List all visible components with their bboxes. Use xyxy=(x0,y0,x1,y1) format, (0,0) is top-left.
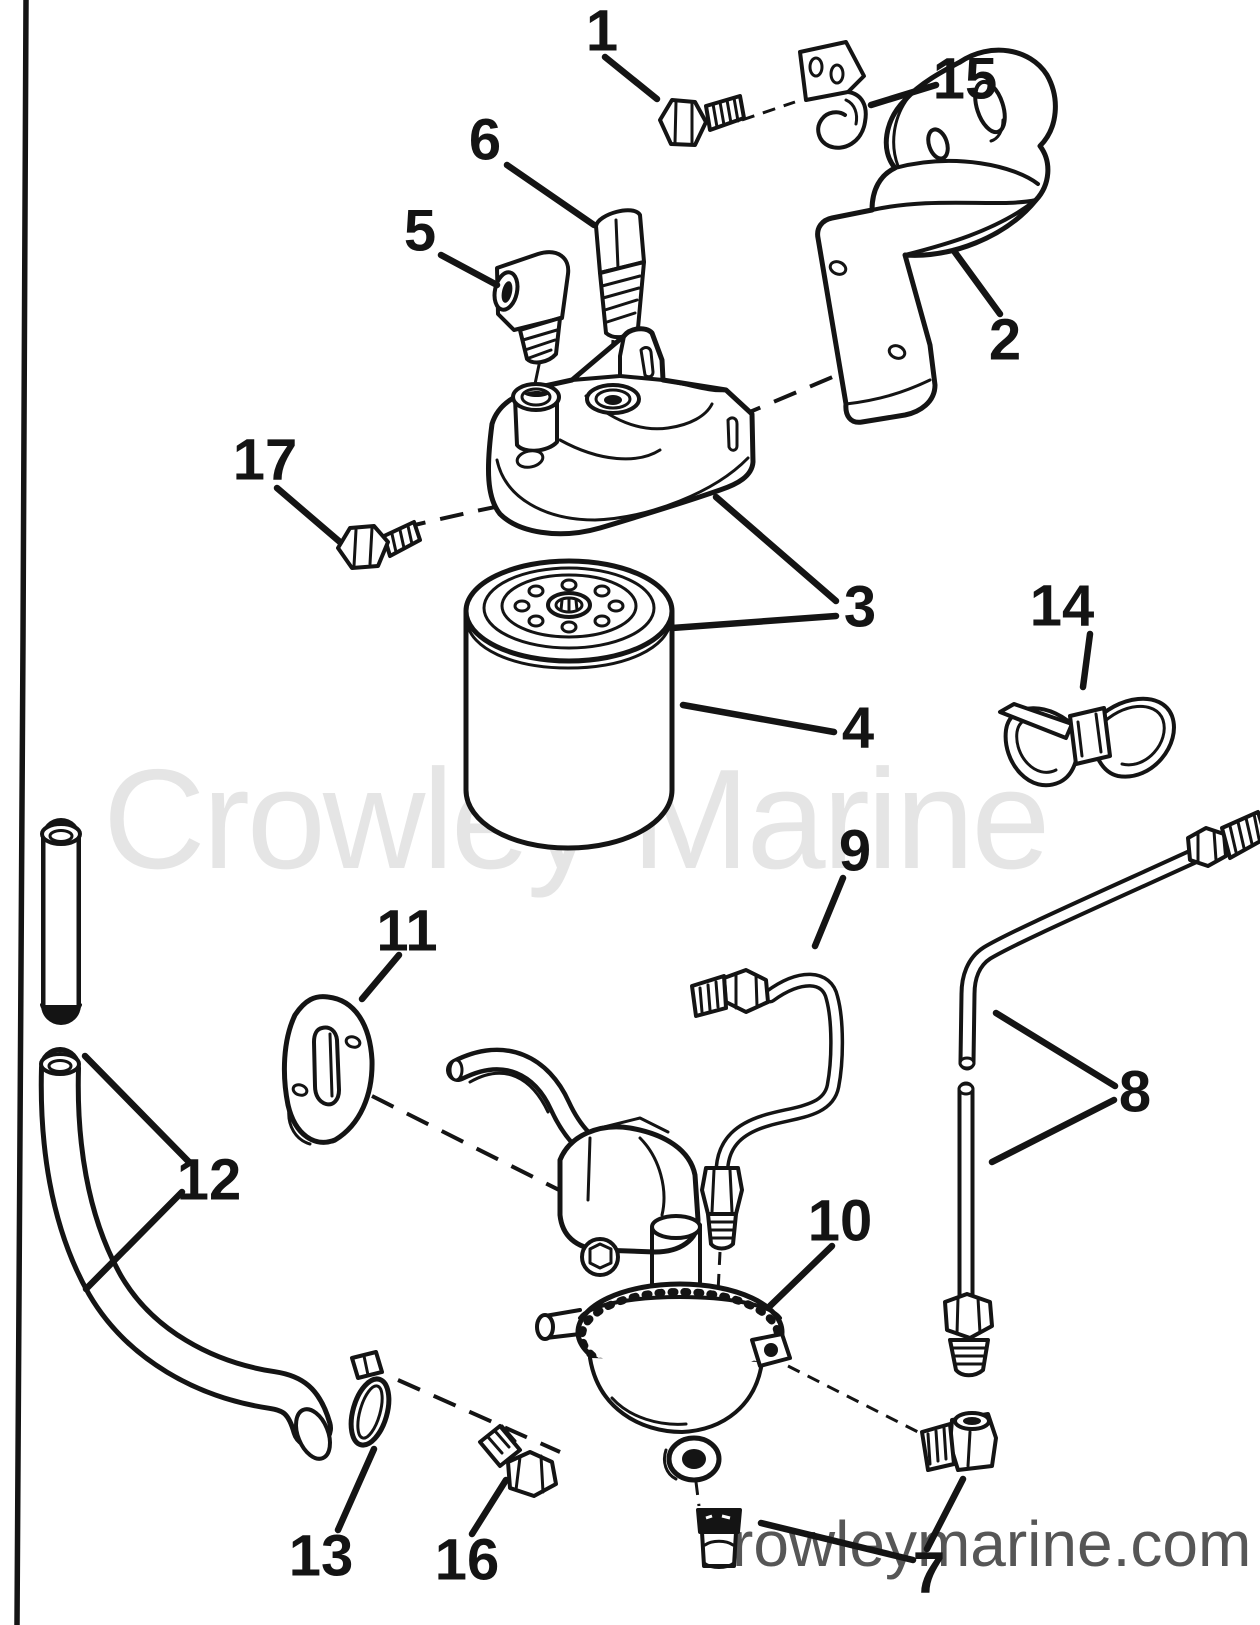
callout-13: 13 xyxy=(289,1524,354,1589)
callout-leader-8 xyxy=(992,1009,1119,1090)
callout-leader-1 xyxy=(601,53,661,103)
part-cable-tie-14 xyxy=(998,696,1176,788)
callout-leader-12 xyxy=(81,1052,193,1166)
callout-leader-15 xyxy=(867,81,940,109)
callout-15: 15 xyxy=(933,47,998,112)
callout-leader-4 xyxy=(679,701,838,736)
callout-9: 9 xyxy=(839,819,871,884)
watermark-bottom: crowleymarine.com xyxy=(700,1508,1251,1580)
part-bolt-16 xyxy=(478,1424,558,1498)
callout-11: 11 xyxy=(376,899,437,964)
callout-2: 2 xyxy=(989,308,1021,373)
part-clip-15 xyxy=(798,40,868,150)
part-pipe-8 xyxy=(943,810,1260,1378)
callout-5: 5 xyxy=(404,199,436,264)
callout-leader-6 xyxy=(503,161,598,229)
callout-8: 8 xyxy=(1119,1060,1151,1125)
callout-leader-17 xyxy=(273,484,344,546)
part-fitting-7b xyxy=(696,1508,742,1569)
callout-leader-7 xyxy=(923,1475,967,1553)
callout-leader-11 xyxy=(358,951,403,1003)
part-filter-4 xyxy=(463,558,675,851)
callout-17: 17 xyxy=(233,428,298,493)
callout-leader-13 xyxy=(334,1445,378,1534)
callout-leader-14 xyxy=(1079,630,1094,691)
callout-leader-5 xyxy=(437,251,501,289)
part-hose-12b xyxy=(38,1047,333,1461)
callout-6: 6 xyxy=(469,108,501,173)
part-gasket-11 xyxy=(281,994,375,1146)
callout-10: 10 xyxy=(808,1189,873,1254)
part-fuel-line-9 xyxy=(690,968,845,1251)
part-clamp-13 xyxy=(348,1350,392,1448)
callout-leader-3 xyxy=(712,493,840,605)
callout-leader-3 xyxy=(668,612,840,632)
callout-leader-7 xyxy=(757,1519,917,1564)
part-elbow-5 xyxy=(492,250,571,365)
part-elbow-7a xyxy=(920,1411,998,1472)
callout-7: 7 xyxy=(913,1541,945,1606)
part-plug-6 xyxy=(594,208,646,340)
callout-leader-12 xyxy=(82,1188,186,1293)
part-fuel-pump-10 xyxy=(446,1047,792,1483)
callout-12: 12 xyxy=(177,1148,242,1213)
callout-3: 3 xyxy=(844,575,876,640)
part-bolt-17 xyxy=(336,520,422,570)
callout-leader-9 xyxy=(811,874,847,950)
part-filter-head-3 xyxy=(485,326,756,537)
callout-leader-8 xyxy=(988,1096,1118,1166)
callout-14: 14 xyxy=(1030,574,1095,639)
callout-1: 1 xyxy=(586,0,618,64)
callout-leader-2 xyxy=(950,247,1004,318)
part-bracket-2 xyxy=(815,47,1058,425)
callout-leader-10 xyxy=(766,1242,836,1310)
callout-leader-16 xyxy=(468,1476,510,1538)
part-hose-12a xyxy=(40,818,82,1025)
callout-4: 4 xyxy=(842,696,874,761)
page-border-line xyxy=(14,0,29,1625)
part-bolt-1 xyxy=(658,94,746,147)
callout-16: 16 xyxy=(435,1528,500,1593)
